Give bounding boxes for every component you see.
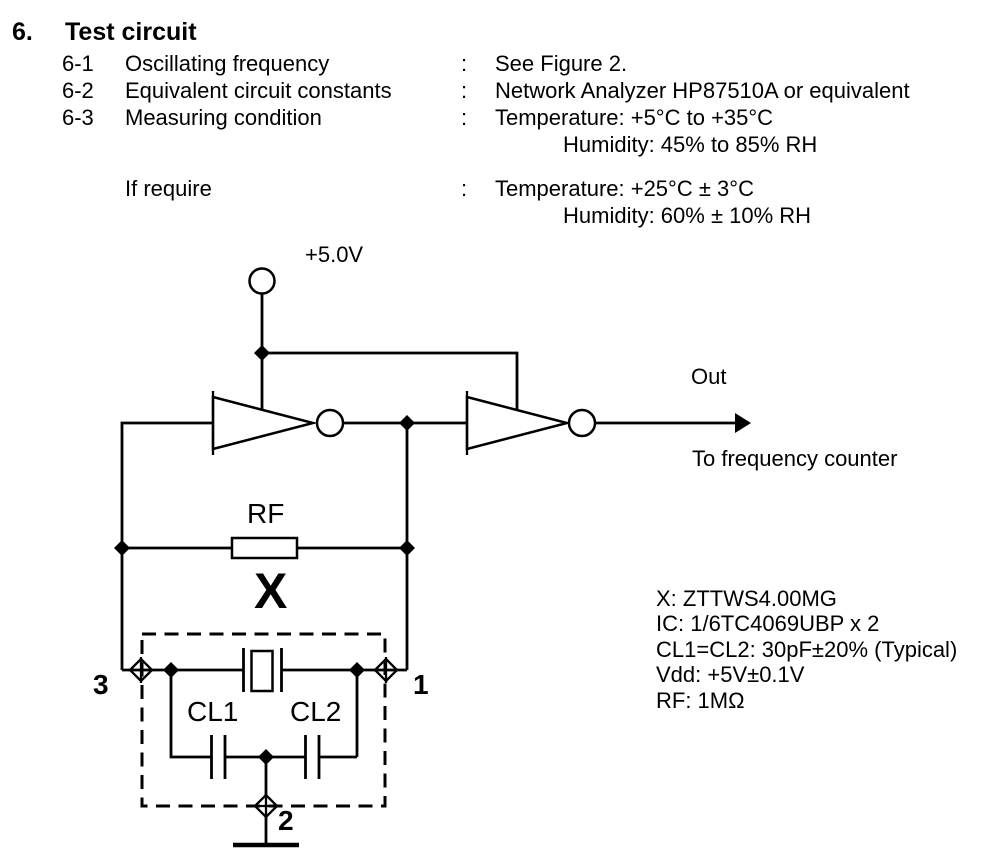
item-label: If require bbox=[125, 176, 212, 201]
junction-dot-cap-center bbox=[258, 749, 274, 765]
item-label: Equivalent circuit constants bbox=[125, 78, 392, 103]
pin2-label: 2 bbox=[278, 805, 294, 836]
note-crystal: X: ZTTWS4.00MG bbox=[656, 586, 837, 611]
item-colon: : bbox=[461, 78, 468, 103]
cl2-branch-wire bbox=[320, 670, 359, 759]
supply-voltage-label: +5.0V bbox=[305, 242, 364, 267]
item-label: Measuring condition bbox=[125, 105, 322, 130]
item-value: Temperature: +25°C ± 3°C bbox=[495, 176, 754, 201]
section-title: Test circuit bbox=[65, 18, 197, 46]
item-number: 6-3 bbox=[62, 105, 94, 130]
pin1-label: 1 bbox=[413, 669, 429, 700]
supply-rail-to-inverter2 bbox=[262, 351, 519, 409]
junction-dot-rf-right bbox=[399, 540, 415, 556]
pin3-terminal bbox=[128, 657, 154, 683]
note-ic: IC: 1/6TC4069UBP x 2 bbox=[656, 611, 880, 636]
item-number: 6-1 bbox=[62, 51, 94, 76]
item-value: See Figure 2. bbox=[495, 51, 628, 76]
crystal-label: X bbox=[254, 563, 288, 619]
output-arrowhead bbox=[735, 413, 751, 433]
crystal-body bbox=[250, 649, 274, 693]
rf-label: RF bbox=[247, 498, 285, 529]
junction-dot-crystal-left bbox=[163, 662, 179, 678]
cl2-label: CL2 bbox=[290, 696, 342, 727]
item-colon: : bbox=[461, 51, 468, 76]
inverter1-input-wire-left-rail bbox=[120, 421, 213, 670]
resonator-package-dashed-box bbox=[140, 632, 387, 808]
item-value-continued: Humidity: 60% ± 10% RH bbox=[563, 203, 812, 228]
item-value-continued: Humidity: 45% to 85% RH bbox=[563, 132, 818, 157]
junction-dot-crystal-right bbox=[349, 662, 365, 678]
pin1-terminal bbox=[373, 657, 399, 683]
cl1-label: CL1 bbox=[187, 696, 239, 727]
pin2-terminal bbox=[253, 793, 279, 819]
rf-resistor-body bbox=[230, 536, 299, 560]
junction-dot-node bbox=[399, 415, 415, 431]
frequency-counter-note: To frequency counter bbox=[692, 446, 898, 471]
pin3-label: 3 bbox=[93, 669, 109, 700]
inverter1-bubble bbox=[315, 408, 345, 438]
inverter2-bubble bbox=[567, 408, 597, 438]
item-colon: : bbox=[461, 105, 468, 130]
section-number: 6. bbox=[12, 18, 33, 46]
supply-terminal-circle bbox=[248, 267, 276, 295]
item-value: Temperature: +5°C to +35°C bbox=[495, 105, 774, 130]
junction-dot-rf-left bbox=[114, 540, 130, 556]
item-number: 6-2 bbox=[62, 78, 94, 103]
cl1-branch-wire bbox=[169, 670, 211, 759]
junction-dot-supply bbox=[254, 345, 270, 361]
item-colon: : bbox=[461, 176, 468, 201]
out-label: Out bbox=[691, 364, 727, 389]
item-value: Network Analyzer HP87510A or equivalent bbox=[495, 78, 910, 103]
note-vdd: Vdd: +5V±0.1V bbox=[656, 662, 805, 687]
note-rf: RF: 1MΩ bbox=[656, 688, 745, 713]
item-label: Oscillating frequency bbox=[125, 51, 330, 76]
note-cl: CL1=CL2: 30pF±20% (Typical) bbox=[656, 637, 958, 662]
